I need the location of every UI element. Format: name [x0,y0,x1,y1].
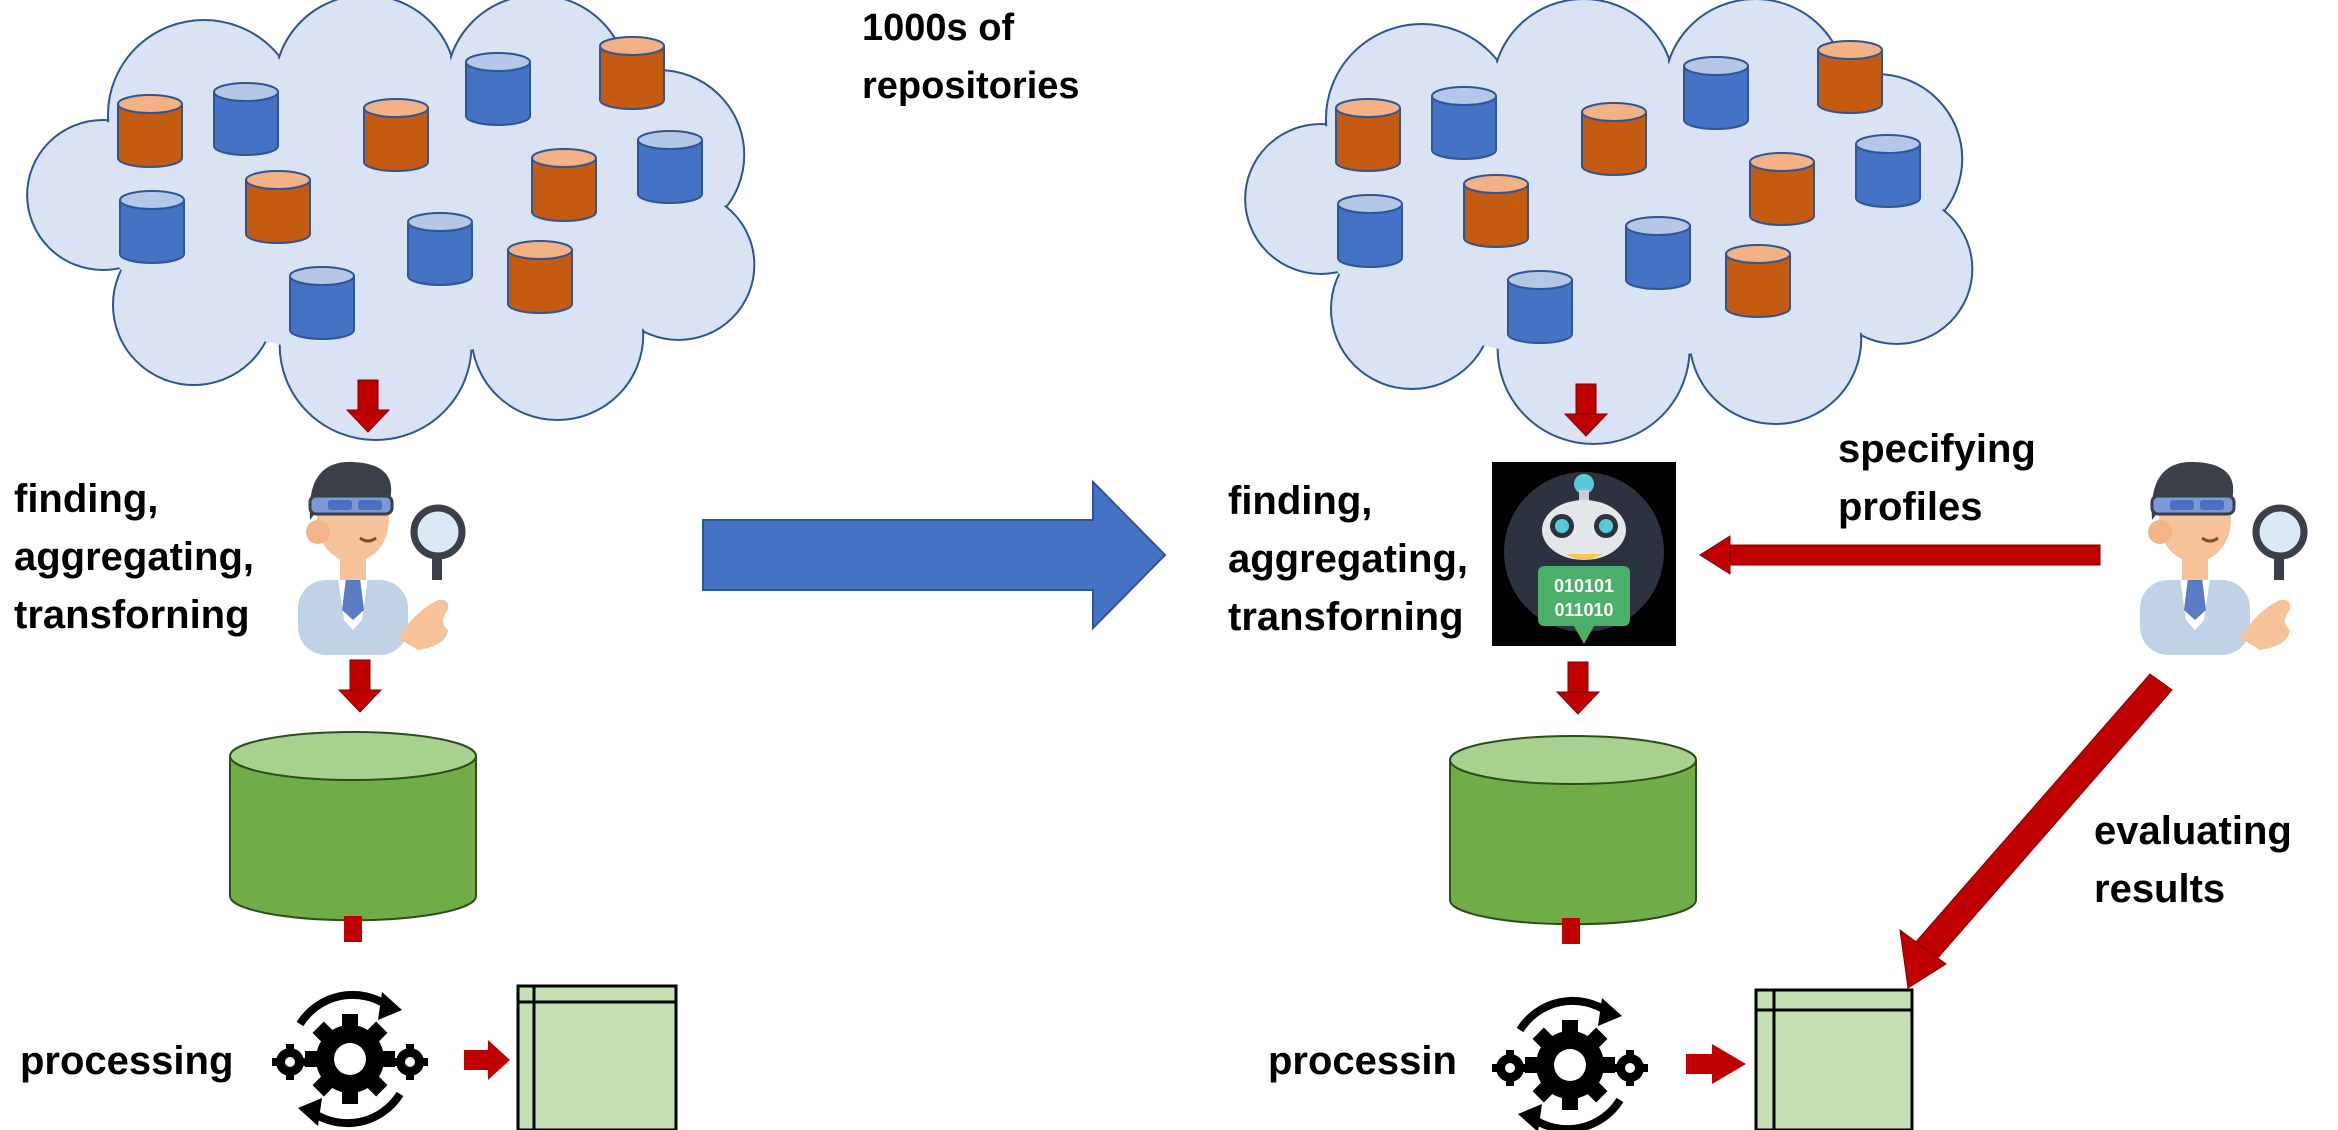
right-arrow-gears-to-output [1686,1044,1746,1084]
left-analyst-icon [298,462,462,655]
right-output-table-icon [1754,988,1914,1130]
left-processing-label: processing [20,1039,233,1083]
arrow-analyst-to-output [1899,673,2173,989]
left-database-icon [229,731,477,922]
left-process-label: finding, aggregating, transforning [14,477,265,637]
left-connector [344,916,362,942]
right-analyst-icon [2140,462,2304,655]
transition-arrow [702,479,1167,631]
left-repository-cloud [26,0,756,442]
right-process-label: finding, aggregating, transforning [1228,479,1479,639]
repositories-label: 1000s of repositories [862,7,1080,107]
left-output-table-icon [516,984,678,1130]
robot-binary-line1: 010101 [1554,576,1614,596]
right-processing-label: processin [1268,1039,1457,1083]
robot-icon: 010101 011010 [1492,462,1676,646]
right-connector [1562,918,1580,944]
specifying-profiles-label: specifying profiles [1838,427,2047,529]
right-arrow-robot-to-database [1556,661,1600,715]
evaluating-results-label: evaluating results [2094,809,2303,911]
right-database-icon [1449,735,1697,926]
right-gears-icon [1492,998,1648,1130]
left-arrow-gears-to-output [464,1040,510,1080]
robot-binary-line2: 011010 [1554,600,1613,620]
left-gears-icon [272,992,428,1126]
left-arrow-person-to-database [338,659,382,713]
right-repository-cloud [1244,0,1974,446]
arrow-analyst-to-robot [1699,535,2101,575]
